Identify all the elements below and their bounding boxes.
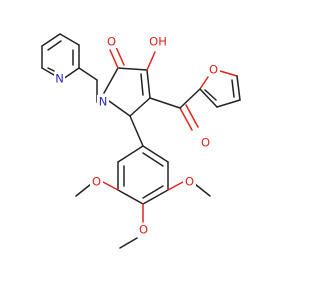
hydroxyl-bond bbox=[146, 51, 156, 71]
bond bbox=[47, 40, 62, 51]
molecule-structure-diagram: N N O OH O O O O O bbox=[41, 33, 241, 249]
atom-label-furan-o: O bbox=[207, 63, 220, 77]
oxygen-label: O bbox=[107, 35, 116, 49]
oxygen-label: O bbox=[209, 63, 218, 77]
methyl-bond bbox=[194, 183, 211, 197]
bond bbox=[117, 67, 148, 71]
bond bbox=[199, 76, 209, 90]
nitrogen-label: N bbox=[55, 72, 64, 86]
atom-label-acyl-o: O bbox=[199, 136, 212, 150]
hydroxyl-label: OH bbox=[149, 35, 167, 49]
bond bbox=[142, 145, 169, 163]
trimethoxyphenyl-ring bbox=[117, 145, 169, 205]
oxygen-label: O bbox=[139, 223, 148, 237]
atom-label-hydroxyl: OH bbox=[147, 35, 169, 49]
methoxy-bond bbox=[102, 181, 119, 191]
acyl-carbonyl-bond bbox=[185, 104, 199, 128]
atom-label-methoxy-bottom-o: O bbox=[137, 223, 150, 237]
oxygen-label: O bbox=[201, 136, 210, 150]
nitrogen-label: N bbox=[99, 95, 108, 109]
bond bbox=[117, 145, 144, 163]
bond bbox=[236, 75, 241, 101]
pyridine-ring bbox=[41, 33, 80, 80]
bond bbox=[216, 99, 241, 108]
bond bbox=[142, 189, 169, 205]
bond bbox=[199, 88, 218, 108]
methyl-bond bbox=[75, 183, 92, 197]
bond bbox=[231, 79, 235, 98]
methylene-bond bbox=[78, 67, 98, 81]
bond bbox=[179, 88, 201, 109]
furan-ring bbox=[179, 70, 241, 109]
methoxy-bond bbox=[167, 181, 184, 191]
carbonyl-bond bbox=[109, 49, 119, 69]
bond bbox=[117, 189, 144, 205]
atom-label-ring-n: N bbox=[97, 95, 109, 109]
aryl-bond bbox=[129, 115, 144, 147]
bond bbox=[41, 33, 61, 47]
bond bbox=[108, 100, 131, 117]
bond bbox=[142, 185, 164, 199]
acyl-carbonyl-bond bbox=[179, 107, 193, 131]
oxygen-label: O bbox=[185, 175, 194, 189]
bond bbox=[142, 152, 164, 167]
atom-label-methoxy-left-o: O bbox=[90, 175, 103, 189]
bond bbox=[204, 89, 217, 101]
bond bbox=[103, 67, 119, 94]
bond bbox=[59, 33, 80, 46]
atom-label-pyridine-n: N bbox=[54, 72, 65, 86]
bond bbox=[62, 67, 80, 80]
bond bbox=[219, 70, 238, 77]
oxygen-label: O bbox=[92, 175, 101, 189]
bond bbox=[140, 73, 144, 96]
bond bbox=[146, 69, 151, 99]
atom-label-carbonyl-o: O bbox=[105, 35, 118, 49]
bond bbox=[129, 97, 151, 117]
carbonyl-bond bbox=[115, 46, 125, 66]
bond bbox=[47, 67, 55, 72]
bond bbox=[41, 67, 55, 76]
pyrrolone-ring bbox=[103, 67, 151, 117]
atom-label-methoxy-right-o: O bbox=[183, 175, 196, 189]
methyl-bond bbox=[119, 237, 138, 249]
acyl-bond bbox=[149, 97, 181, 109]
